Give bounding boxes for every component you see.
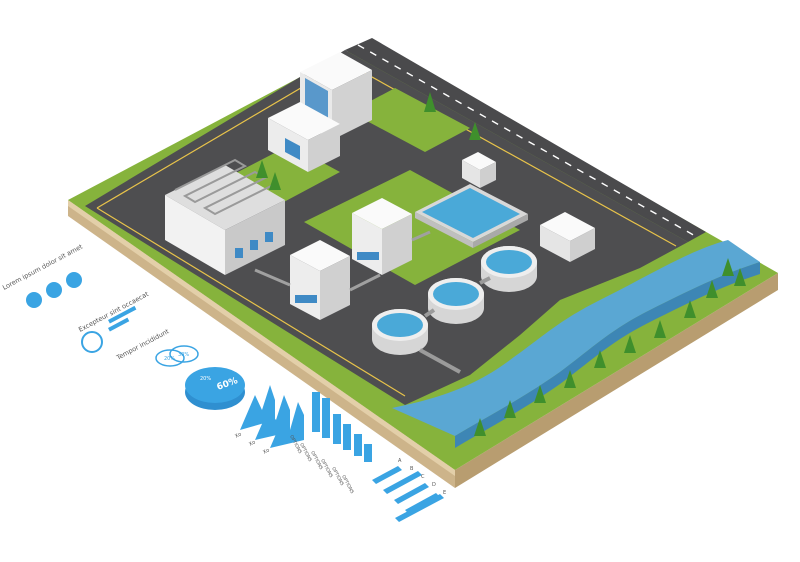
trees — [256, 92, 746, 436]
warehouse-building — [165, 158, 285, 275]
percent-b-label: 30% — [178, 352, 189, 358]
info-bar-2 — [107, 317, 130, 332]
soil-right-face — [455, 273, 778, 488]
letter-a: A — [398, 458, 402, 464]
bar-1 — [312, 392, 320, 432]
letter-e: E — [443, 490, 446, 496]
percent-ring-a — [155, 349, 185, 367]
office-building — [268, 52, 372, 172]
yard-edge-line-left — [96, 207, 406, 397]
control-units — [462, 152, 595, 262]
bar-4 — [343, 424, 351, 450]
clarifier-tanks — [372, 246, 537, 374]
bar-2 — [322, 398, 330, 438]
bar-chart-3d — [312, 392, 372, 462]
letter-b: B — [410, 466, 414, 472]
filtration-pool — [415, 184, 528, 248]
letter-d: D — [432, 482, 436, 488]
pipes — [254, 230, 431, 292]
letter-c: C — [421, 474, 425, 480]
river-water — [392, 240, 760, 436]
soil-top-edge — [68, 200, 455, 476]
area-chart — [240, 385, 304, 448]
chart-label-2: Xo — [248, 439, 257, 447]
river — [392, 240, 760, 448]
pump-house-1 — [290, 240, 350, 320]
river-bank-water — [455, 262, 760, 448]
info-bar-1 — [107, 305, 137, 324]
chart-label-3: Xo — [262, 447, 271, 455]
chart-label-1: Xo — [234, 431, 243, 439]
road-center-line — [357, 44, 698, 238]
horizontal-bar-chart — [372, 466, 444, 522]
road — [345, 38, 706, 242]
globe-icon — [81, 331, 103, 353]
bar-5 — [354, 434, 362, 456]
pie-small-label: 20% — [200, 376, 211, 382]
pump-house-2 — [352, 198, 412, 275]
pie-disc-top — [185, 367, 245, 403]
info-heading-3: Tempor incididunt — [114, 327, 170, 362]
bar-6 — [364, 444, 372, 462]
info-circle-1 — [26, 292, 42, 308]
info-circle-2 — [46, 282, 62, 298]
grass-island-3 — [350, 88, 470, 152]
bar-3 — [333, 414, 341, 444]
info-circle-3 — [66, 272, 82, 288]
percent-ring-b — [169, 345, 199, 363]
percent-a-label: 20% — [164, 356, 175, 362]
